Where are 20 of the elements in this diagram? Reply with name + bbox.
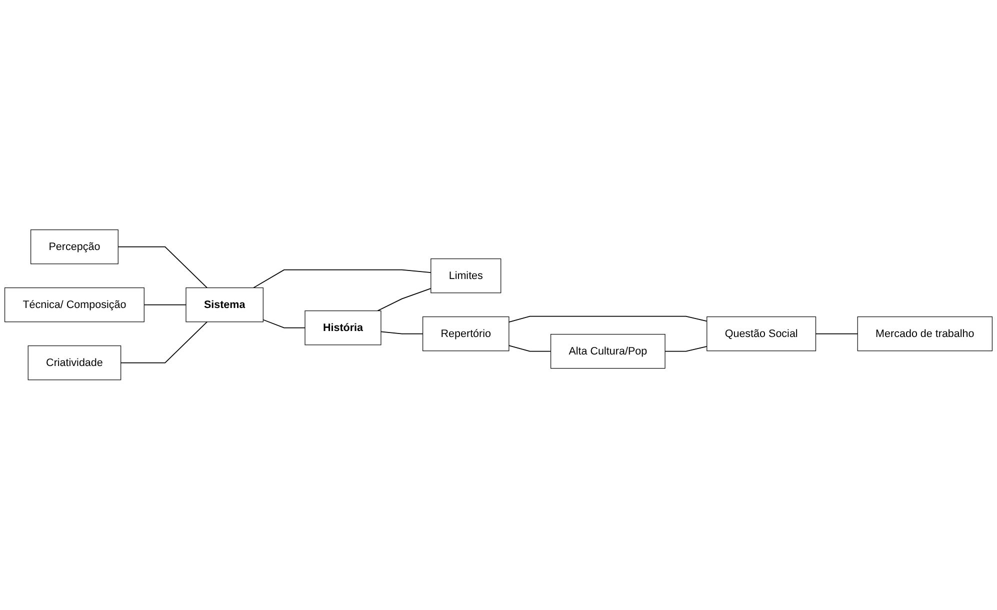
node-box: Técnica/ Composição bbox=[4, 288, 144, 322]
connector bbox=[380, 331, 424, 334]
node-box: Alta Cultura/Pop bbox=[550, 334, 666, 369]
connector bbox=[508, 345, 552, 352]
connector bbox=[262, 319, 306, 328]
connector bbox=[664, 346, 708, 352]
node-box: Percepção bbox=[30, 230, 118, 264]
connector bbox=[118, 246, 208, 288]
node-box: Questão Social bbox=[706, 316, 816, 352]
node-box: Criatividade bbox=[28, 346, 122, 380]
node-box: Repertório bbox=[422, 316, 510, 352]
node-box: História bbox=[304, 310, 382, 346]
connector bbox=[508, 316, 708, 323]
node-box: Mercado de trabalho bbox=[857, 316, 992, 352]
connector bbox=[253, 270, 432, 288]
node-box: Sistema bbox=[186, 288, 264, 322]
connector bbox=[144, 304, 186, 306]
connector bbox=[377, 288, 432, 312]
node-box: Limites bbox=[430, 258, 502, 294]
connector bbox=[120, 322, 208, 364]
